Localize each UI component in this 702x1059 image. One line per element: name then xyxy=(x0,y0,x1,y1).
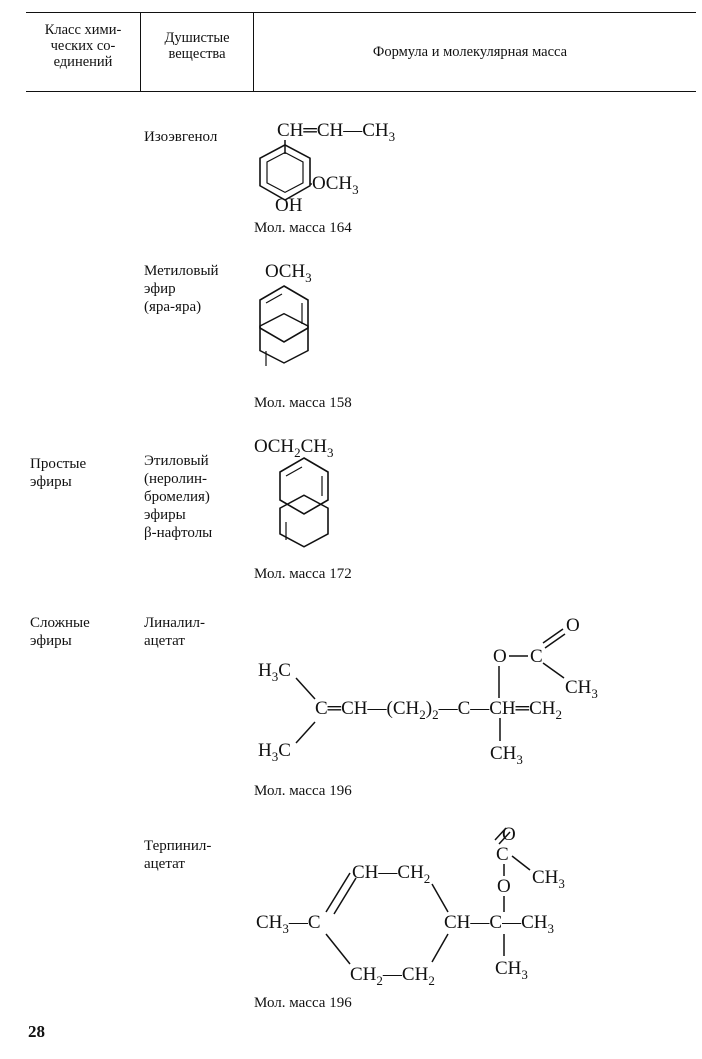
formula-label: CH═CH—CH3 xyxy=(277,120,395,144)
header-formula-column: Формула и молекулярная масса xyxy=(372,44,568,60)
substance-name: Этиловый (неролин- бромелия) эфиры β-наф… xyxy=(144,453,213,541)
formula-label: C xyxy=(496,844,509,865)
molecular-mass: Мол. масса 158 xyxy=(254,395,352,411)
formula-label: C═CH—(CH2)2—C—CH═CH2 xyxy=(315,698,562,722)
formula-label: CH—C—CH3 xyxy=(444,912,554,936)
formula-label: CH3 xyxy=(495,958,528,982)
formula-label: H3C xyxy=(258,740,291,764)
formula-label: CH3 xyxy=(532,867,565,891)
header-class-column: Класс хими- ческих со- единений xyxy=(44,22,122,70)
header-divider-2 xyxy=(253,12,254,92)
header-substance-column: Душистые вещества xyxy=(164,30,230,62)
formula-label: O xyxy=(566,615,580,636)
structural-formula-isoeugenol: CH═CH—CH3 OCH3 OH xyxy=(259,120,395,216)
formula-label: C xyxy=(530,646,543,667)
formula-label: OCH3 xyxy=(312,173,359,197)
header-bottom-rule xyxy=(26,91,696,92)
chemical-class: Сложные эфиры xyxy=(30,615,90,649)
header-divider-1 xyxy=(140,12,141,92)
molecular-mass: Мол. масса 196 xyxy=(254,783,352,799)
formula-label: CH3 xyxy=(565,677,598,701)
structural-formula-methyl-ether: OCH3 xyxy=(259,261,312,366)
structural-formula-linalyl-acetate: H3C C═CH—(CH2)2—C—CH═CH2 H3C O C O CH3 C… xyxy=(258,615,598,767)
formula-label: H3C xyxy=(258,660,291,684)
formula-label: CH3—C xyxy=(256,912,321,936)
substance-name: Изоэвгенол xyxy=(144,129,218,145)
molecular-mass: Мол. масса 196 xyxy=(254,995,352,1011)
header-top-rule xyxy=(26,12,696,13)
formula-label: CH—CH2 xyxy=(352,862,430,886)
substance-name: Метиловый эфир (яра-яра) xyxy=(144,263,219,315)
structural-formula-ethyl-ether: OCH2CH3 xyxy=(254,436,334,548)
formula-label: O xyxy=(493,646,507,667)
formula-label: CH2—CH2 xyxy=(350,964,435,988)
molecular-mass: Мол. масса 172 xyxy=(254,566,352,582)
formula-label: O xyxy=(502,824,516,845)
formula-label: OH xyxy=(275,195,303,216)
formula-label: OCH3 xyxy=(265,261,312,285)
chemical-class: Простые эфиры xyxy=(30,456,87,490)
formula-label: OCH2CH3 xyxy=(254,436,334,460)
molecular-mass: Мол. масса 164 xyxy=(254,220,352,236)
formula-label: O xyxy=(497,876,511,897)
page-number: 28 xyxy=(28,1022,45,1041)
substance-name: Терпинил- ацетат xyxy=(144,838,212,872)
substance-name: Линалил- ацетат xyxy=(144,615,206,649)
structural-formula-terpinyl-acetate: O C CH3 O CH—CH2 CH3—C CH—C—CH3 CH3 CH2—… xyxy=(256,824,565,988)
formula-label: CH3 xyxy=(490,743,523,767)
